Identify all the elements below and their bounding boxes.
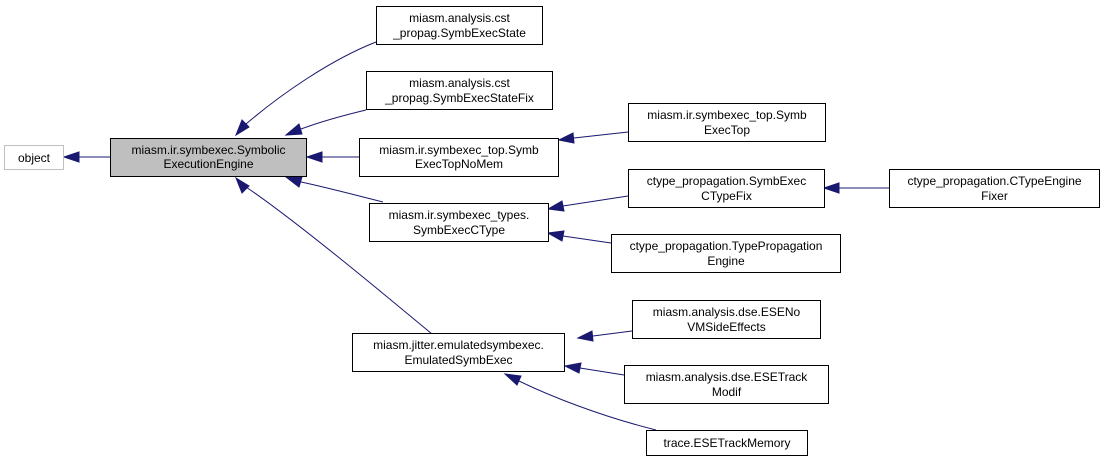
class-node-label: miasm.jitter.emulatedsymbexec. bbox=[373, 338, 544, 352]
class-node-label: ExecTop bbox=[704, 123, 750, 137]
class-node-label: miasm.ir.symbexec_types. bbox=[389, 208, 530, 222]
class-node-label: miasm.analysis.dse.ESENo bbox=[653, 305, 801, 319]
edge-ctype-engine-fixer-to-ctype-fix bbox=[822, 182, 889, 194]
class-node-label: Modif bbox=[712, 385, 742, 399]
edge-ese-track-memory-to-emulated-symbexec bbox=[503, 373, 657, 431]
class-node-ese-track-memory[interactable]: trace.ESETrackMemory bbox=[646, 430, 808, 456]
class-node-symbexec-state[interactable]: miasm.analysis.cst _propag.SymbExecState bbox=[376, 6, 543, 45]
class-node-symbexec-ctype[interactable]: miasm.ir.symbexec_types. SymbExecCType bbox=[369, 203, 549, 242]
class-node-ese-novm-side-effects[interactable]: miasm.analysis.dse.ESENo VMSideEffects bbox=[632, 300, 821, 339]
class-node-label: _propag.SymbExecStateFix bbox=[384, 91, 534, 105]
class-node-label: Engine bbox=[707, 254, 745, 268]
class-node-label: miasm.analysis.dse.ESETrack bbox=[646, 370, 809, 384]
class-node-label: ctype_propagation.TypePropagation bbox=[630, 239, 823, 253]
class-node-label: EmulatedSymbExec bbox=[404, 353, 512, 367]
edge-symbexec-top-to-symbexec-top-nomem bbox=[557, 131, 629, 144]
edge-symbexec-state-fix-to-symbolic-engine bbox=[284, 109, 367, 136]
edge-type-propagation-engine-to-symbexec-ctype bbox=[546, 230, 612, 244]
class-node-label: ctype_propagation.CTypeEngine bbox=[907, 174, 1081, 188]
class-node-ese-track-modif[interactable]: miasm.analysis.dse.ESETrack Modif bbox=[624, 365, 829, 404]
class-node-object[interactable]: object bbox=[4, 145, 64, 170]
class-node-label: ExecutionEngine bbox=[163, 157, 253, 171]
class-node-label: _propag.SymbExecState bbox=[392, 26, 526, 40]
class-node-ctype-fix[interactable]: ctype_propagation.SymbExec CTypeFix bbox=[628, 169, 825, 208]
class-node-label: ExecTopNoMem bbox=[415, 157, 503, 171]
class-node-label: object bbox=[18, 151, 51, 165]
edge-ese-track-modif-to-emulated-symbexec bbox=[563, 362, 625, 376]
edge-symbexec-ctype-to-symbolic-engine bbox=[284, 176, 384, 203]
edge-symbolic-engine-to-object bbox=[62, 151, 110, 163]
edge-symbexec-state-to-symbolic-engine bbox=[234, 41, 377, 137]
class-node-label: miasm.analysis.cst bbox=[409, 11, 510, 25]
class-node-symbexec-state-fix[interactable]: miasm.analysis.cst _propag.SymbExecState… bbox=[366, 71, 553, 110]
class-node-type-propagation-engine[interactable]: ctype_propagation.TypePropagation Engine bbox=[611, 234, 841, 273]
edge-ctype-fix-to-symbexec-ctype bbox=[546, 195, 629, 212]
class-node-label: miasm.ir.symbexec.Symbolic bbox=[131, 143, 285, 157]
class-node-symbexec-top[interactable]: miasm.ir.symbexec_top.Symb ExecTop bbox=[628, 103, 826, 142]
class-node-label: SymbExecCType bbox=[413, 223, 505, 237]
class-node-label: Fixer bbox=[981, 189, 1008, 203]
class-node-emulated-symbexec[interactable]: miasm.jitter.emulatedsymbexec. EmulatedS… bbox=[352, 333, 565, 372]
class-node-label: CTypeFix bbox=[701, 189, 752, 203]
class-node-label: miasm.ir.symbexec_top.Symb bbox=[647, 108, 807, 122]
class-node-symbexec-top-nomem[interactable]: miasm.ir.symbexec_top.Symb ExecTopNoMem bbox=[359, 138, 559, 177]
class-node-label: miasm.analysis.cst bbox=[409, 76, 510, 90]
class-node-label: trace.ESETrackMemory bbox=[664, 436, 791, 450]
edge-emulated-symbexec-to-symbolic-engine bbox=[234, 176, 433, 335]
class-node-label: miasm.ir.symbexec_top.Symb bbox=[379, 143, 539, 157]
class-node-ctype-engine-fixer[interactable]: ctype_propagation.CTypeEngine Fixer bbox=[889, 169, 1100, 208]
edge-symbexec-top-nomem-to-symbolic-engine bbox=[305, 151, 359, 163]
class-node-label: ctype_propagation.SymbExec bbox=[647, 174, 806, 188]
class-node-label: VMSideEffects bbox=[687, 320, 765, 334]
edge-ese-novm-to-emulated-symbexec bbox=[576, 330, 633, 342]
class-node-symbolic-execution-engine[interactable]: miasm.ir.symbexec.Symbolic ExecutionEngi… bbox=[110, 138, 307, 177]
